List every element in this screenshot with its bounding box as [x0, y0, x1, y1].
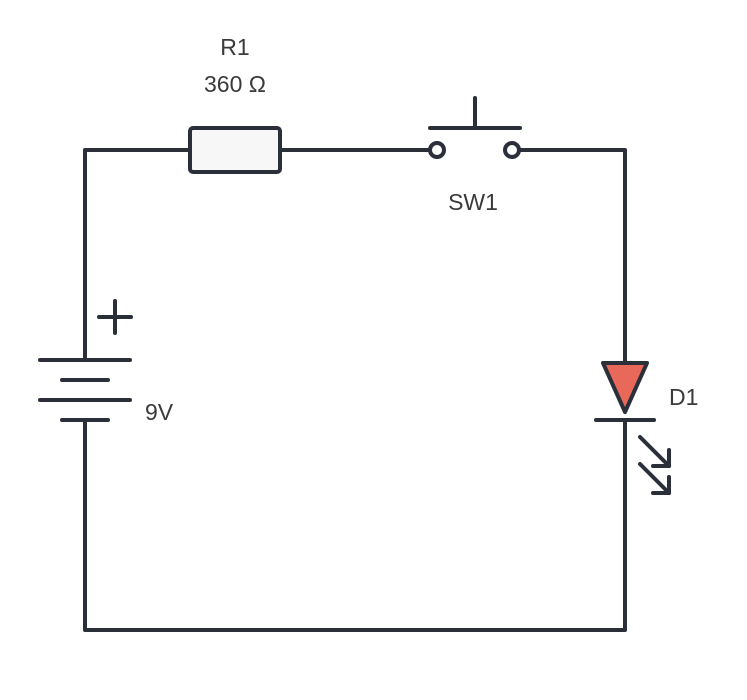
wire-led-to-bottom: [83, 418, 627, 632]
battery-voltage-label: 9V: [145, 399, 174, 425]
switch-contact-right: [503, 141, 521, 159]
led-triangle: [601, 361, 649, 414]
light-emission-arrow-icon: [638, 435, 671, 495]
pushbutton-switch-symbol: [428, 96, 522, 159]
led-designator: D1: [669, 384, 699, 410]
led-symbol: [594, 361, 656, 422]
resistor-designator: R1: [220, 34, 250, 60]
resistor-value: 360 Ω: [204, 71, 266, 97]
battery-plus-icon: [97, 299, 133, 335]
battery-symbol: [38, 358, 132, 422]
wire-switch-to-led: [516, 148, 627, 364]
switch-contact-left: [428, 141, 446, 159]
switch-designator: SW1: [448, 189, 498, 215]
wire-left-top: [83, 148, 192, 359]
resistor-symbol: [188, 126, 282, 174]
